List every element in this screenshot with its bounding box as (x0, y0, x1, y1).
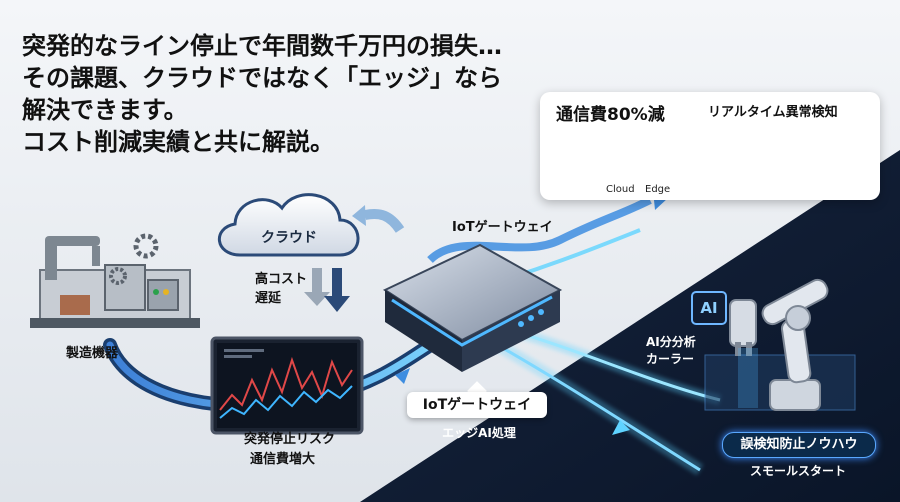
edge-bar-label: Edge (645, 184, 671, 195)
cloud-icon (217, 193, 360, 257)
headline-line-3: 解決できます。 (22, 96, 188, 124)
headline: 突発的なライン停止で年間数千万円の損失… その課題、クラウドではなく「エッジ」な… (22, 30, 582, 158)
ai-badge: AI (700, 299, 718, 317)
robot-arm-icon (704, 278, 856, 411)
cloud-bar-label: Cloud (606, 184, 635, 195)
comparison-card (540, 92, 880, 200)
headline-line-4: コスト削減実績と共に解説。 (22, 128, 334, 156)
small-start-label: スモールスタート (749, 464, 846, 478)
ai-analysis-label-2: カーラー (646, 352, 695, 366)
factory-label: 製造機器 (66, 346, 119, 361)
cloud-issue-cost: 高コスト (255, 272, 308, 287)
edge-ai-label: エッジAI処理 (442, 426, 516, 440)
iot-gateway-device (382, 243, 563, 372)
ai-analysis-label-1: AI分分析 (646, 335, 696, 349)
headline-line-2: その課題、クラウドではなく「エッジ」なら (22, 64, 502, 92)
monitor-title: リアルタイム異常検知 (708, 105, 838, 120)
risk-monitor-screen (210, 336, 364, 435)
knowhow-badge: 誤検知防止ノウハウ (722, 432, 876, 458)
ai-badge-frame (691, 291, 727, 325)
risk-label-1: 突発停止リスク (244, 432, 336, 447)
comparison-title: 通信費80%減 (556, 105, 665, 125)
cloud-issue-delay: 遅延 (255, 291, 282, 306)
gateway-callout: IoTゲートウェイ (407, 392, 547, 418)
down-arrows-icon (304, 268, 350, 312)
gateway-top-label: IoTゲートウェイ (452, 220, 553, 235)
headline-line-1: 突発的なライン停止で年間数千万円の損失… (22, 32, 502, 60)
factory-machine-icon (30, 233, 200, 328)
cloud-label: クラウド (261, 230, 317, 246)
risk-label-2: 通信費増大 (250, 452, 316, 467)
